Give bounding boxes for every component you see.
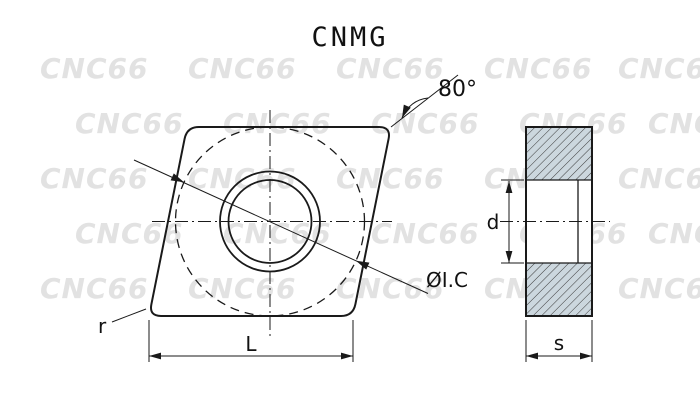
radius-leader-line [111, 308, 147, 323]
watermark-text: CNC66 [484, 52, 593, 85]
radius-label: r [98, 314, 107, 338]
ic-dimension-line [133, 159, 429, 294]
watermark-text: CNC66 [40, 52, 149, 85]
s-label: s [554, 331, 564, 355]
ic-arrow-lower [356, 260, 370, 270]
ic-arrow-upper [170, 173, 184, 183]
length-label: L [245, 332, 257, 356]
watermark-text: CNC66 [75, 107, 184, 140]
front-view: 80° ØI.C r L [98, 74, 477, 362]
length-arrow-left [149, 352, 161, 360]
center-hole-inner [227, 179, 313, 264]
watermark-text: CNC66 [371, 107, 480, 140]
watermark-text: CNC66 [618, 162, 700, 195]
ic-label: ØI.C [426, 268, 468, 292]
side-view: d s [487, 126, 610, 362]
watermark-text: CNC66 [336, 162, 445, 195]
watermark-text: CNC66 [188, 52, 297, 85]
watermark-text: CNC66 [40, 162, 149, 195]
watermark-text: CNC66 [336, 52, 445, 85]
angle-extension-line [390, 74, 459, 128]
center-hole-outer [219, 170, 321, 273]
angle-arc-arrow [402, 104, 411, 118]
d-arrow-top [505, 181, 513, 193]
watermark-text: CNC66 [618, 52, 700, 85]
d-arrow-bottom [505, 251, 513, 263]
watermark-text: CNC66 [618, 272, 700, 305]
watermark-text: CNC66 [188, 162, 297, 195]
s-arrow-right [580, 352, 592, 360]
watermark-text: CNC66 [223, 107, 332, 140]
d-label: d [487, 210, 500, 234]
watermark-text: CNC66 [223, 217, 332, 250]
insert-outline [150, 126, 390, 317]
length-arrow-right [341, 352, 353, 360]
watermark-text: CNC66 [336, 272, 445, 305]
watermark-text: CNC66 [648, 107, 700, 140]
watermark-layer: CNC66CNC66CNC66CNC66CNC66CNC66CNC66CNC66… [40, 52, 700, 305]
side-hatch-bottom [526, 263, 592, 316]
s-arrow-left [526, 352, 538, 360]
watermark-text: CNC66 [371, 217, 480, 250]
watermark-text: CNC66 [40, 272, 149, 305]
angle-label: 80° [438, 77, 477, 102]
watermark-text: CNC66 [188, 272, 297, 305]
page-title: CNMG [311, 22, 388, 53]
side-hatch-top [526, 127, 592, 180]
watermark-text: CNC66 [648, 217, 700, 250]
